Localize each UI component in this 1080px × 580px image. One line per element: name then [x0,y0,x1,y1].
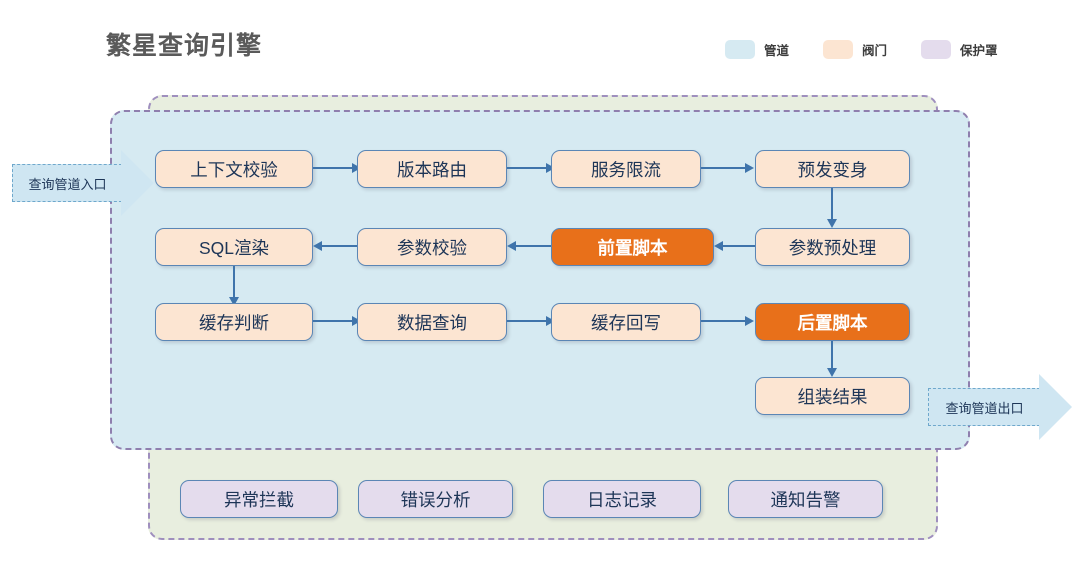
exit-arrow-head [1039,374,1072,440]
connector-row3-2 [507,320,550,323]
connector-row2-2 [516,245,554,248]
exit-arrow-body: 查询管道出口 [928,388,1040,426]
node-pre-release[interactable]: 预发变身 [755,150,910,188]
node-error-analysis[interactable]: 错误分析 [358,480,513,518]
node-post-script[interactable]: 后置脚本 [755,303,910,341]
node-sql-render[interactable]: SQL渲染 [155,228,313,266]
arrowhead-row2-1 [313,240,322,251]
legend-label-valve: 阀门 [862,44,888,58]
node-param-preprocess[interactable]: 参数预处理 [755,228,910,266]
legend-swatch-guard [921,40,952,59]
node-context-check[interactable]: 上下文校验 [155,150,313,188]
entry-arrow-body: 查询管道入口 [12,164,122,202]
node-exception-intercept[interactable]: 异常拦截 [180,480,338,518]
node-assemble-result[interactable]: 组装结果 [755,377,910,415]
entry-arrow-label: 查询管道入口 [28,176,107,192]
node-rate-limit[interactable]: 服务限流 [551,150,701,188]
node-version-route[interactable]: 版本路由 [357,150,507,188]
exit-arrow: 查询管道出口 [928,374,1072,440]
arrowhead-row1-2 [546,162,555,173]
arrowhead-row1-3 [745,162,754,173]
legend-label-pipe: 管道 [764,44,790,58]
arrowhead-row3-3 [745,315,754,326]
page-title: 繁星查询引擎 [106,32,263,60]
arrowhead-row2-2 [507,240,516,251]
node-notify-alert[interactable]: 通知告警 [728,480,883,518]
legend-item-guard: 保护罩 [921,40,998,59]
connector-row3-1 [313,320,356,323]
arrowhead-row3-2 [546,315,555,326]
node-cache-check[interactable]: 缓存判断 [155,303,313,341]
entry-arrow-head [121,150,154,216]
arrowhead-row2-3 [714,240,723,251]
legend-label-guard: 保护罩 [960,44,998,58]
connector-row3-3 [701,320,749,323]
legend-item-valve: 阀门 [823,40,887,59]
arrowhead-r3-r4 [826,368,837,377]
legend-item-pipe: 管道 [725,40,789,59]
connector-row1-1 [313,167,356,170]
arrowhead-r1-r2 [826,219,837,228]
legend-swatch-pipe [725,40,755,59]
connector-row1-2 [507,167,550,170]
connector-r1-r2 [831,188,834,224]
legend-swatch-valve [823,40,854,59]
exit-arrow-label: 查询管道出口 [945,400,1024,416]
node-data-query[interactable]: 数据查询 [357,303,507,341]
connector-r2-r3 [233,266,236,302]
arrowhead-r2-r3 [228,297,239,306]
arrowhead-row3-1 [352,315,361,326]
entry-arrow: 查询管道入口 [12,150,154,216]
node-log-record[interactable]: 日志记录 [543,480,701,518]
node-param-validate[interactable]: 参数校验 [357,228,507,266]
node-cache-writeback[interactable]: 缓存回写 [551,303,701,341]
node-pre-script[interactable]: 前置脚本 [551,228,714,266]
legend: 管道 阀门 保护罩 [725,40,998,59]
connector-r3-r4 [831,341,834,373]
arrowhead-row1-1 [352,162,361,173]
connector-row2-1 [322,245,360,248]
connector-row1-3 [701,167,749,170]
connector-row2-3 [723,245,755,248]
